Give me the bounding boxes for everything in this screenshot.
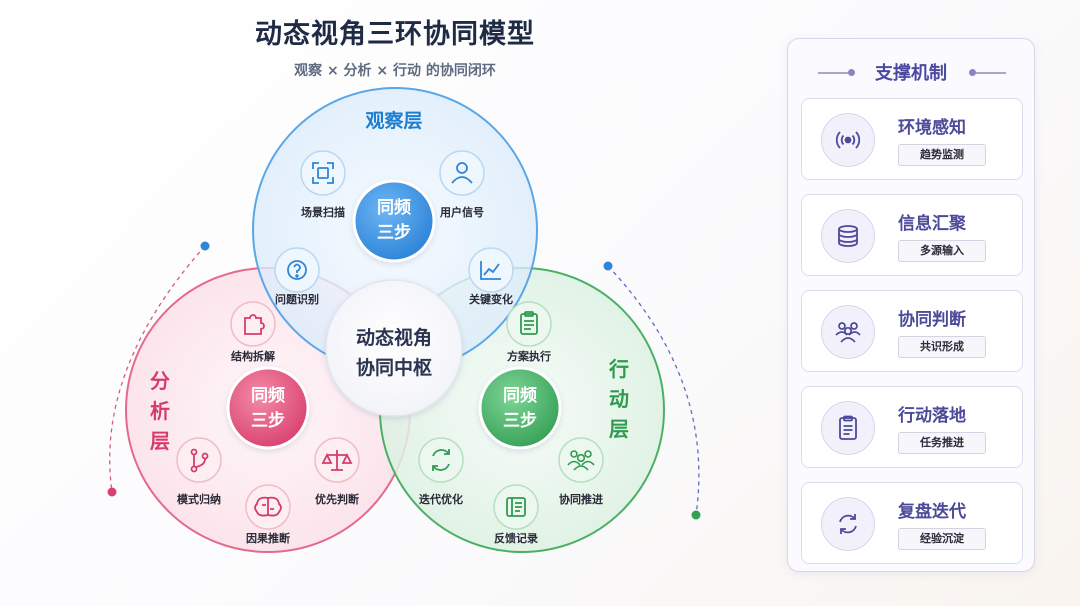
- node-label: 迭代优化: [419, 492, 463, 506]
- node-label: 模式归纳: [177, 492, 221, 506]
- observe-core-line-2: 三步: [377, 222, 411, 243]
- clipboard-icon: [821, 401, 875, 455]
- observe-core: 同频 三步: [352, 179, 436, 263]
- node-causal-inference: 因果推断: [245, 484, 291, 545]
- node-structure-breakdown: 结构拆解: [230, 301, 276, 363]
- node-label: 用户信号: [440, 205, 484, 219]
- user-icon: [451, 162, 473, 184]
- act-ring-label-3: 层: [609, 417, 629, 441]
- database-icon: [821, 209, 875, 263]
- orbit-arc-left: [109, 245, 206, 493]
- puzzle-icon: [244, 314, 265, 335]
- node-iterate-optimize: 迭代优化: [418, 437, 464, 506]
- divider: [976, 72, 1006, 74]
- act-core-line-1: 同频: [503, 385, 537, 406]
- act-ring-label-1: 行: [608, 357, 629, 381]
- scan-icon: [312, 162, 334, 184]
- support-card-judgement: 协同判断 共识形成: [801, 290, 1023, 372]
- analyze-core: 同频 三步: [226, 366, 310, 450]
- cycle-icon: [821, 497, 875, 551]
- center-hub-line-2: 协同中枢: [356, 356, 432, 379]
- node-label: 方案执行: [507, 349, 551, 363]
- observe-ring-label: 观察层: [365, 109, 422, 132]
- node-plan-execute: 方案执行: [506, 301, 552, 363]
- node-feedback-record: 反馈记录: [493, 484, 539, 545]
- support-card-review: 复盘迭代 经验沉淀: [801, 482, 1023, 564]
- support-panel-title: 支撑机制: [875, 63, 947, 84]
- node-scene-scan: 场景扫描: [300, 150, 346, 219]
- node-label: 关键变化: [469, 292, 513, 306]
- orbit-dot: [200, 241, 210, 251]
- node-label: 因果推断: [246, 531, 290, 545]
- act-core: 同频 三步: [478, 366, 562, 450]
- analyze-ring-label-2: 析: [150, 399, 170, 423]
- act-ring-label-2: 动: [609, 387, 629, 411]
- orbit-dot: [107, 487, 117, 497]
- analyze-core-line-1: 同频: [251, 385, 285, 406]
- support-card-tag: 共识形成: [898, 336, 986, 358]
- divider-dot: [848, 69, 855, 76]
- group-icon: [821, 305, 875, 359]
- node-label: 优先判断: [315, 492, 359, 506]
- radar-icon: [821, 113, 875, 167]
- support-card-tag: 经验沉淀: [898, 528, 986, 550]
- support-panel: 支撑机制 环境感知 趋势监测 信息汇聚 多源输入: [787, 38, 1035, 572]
- support-panel-header: 支撑机制: [788, 59, 1034, 87]
- support-card-environment: 环境感知 趋势监测: [801, 98, 1023, 180]
- clipboard-icon: [520, 311, 538, 335]
- support-card-title: 复盘迭代: [898, 502, 966, 522]
- analyze-ring-label-3: 层: [150, 429, 170, 453]
- node-label: 结构拆解: [230, 349, 275, 363]
- team-icon: [567, 450, 595, 471]
- observe-core-line-1: 同频: [377, 197, 411, 218]
- node-pattern-induction: 模式归纳: [176, 437, 222, 506]
- page-title: 动态视角三环协同模型: [255, 19, 535, 50]
- trend-chart-icon: [480, 261, 501, 280]
- support-card-tag: 任务推进: [898, 432, 986, 454]
- support-card-title: 协同判断: [898, 310, 966, 330]
- node-user-signal: 用户信号: [439, 150, 485, 219]
- analyze-core-line-2: 三步: [251, 410, 285, 431]
- support-card-tag: 趋势监测: [898, 144, 986, 166]
- analyze-ring-label-1: 分: [150, 369, 170, 393]
- node-key-change: 关键变化: [468, 247, 514, 306]
- refresh-icon: [432, 449, 450, 471]
- scale-icon: [321, 450, 353, 471]
- support-card-tag: 多源输入: [898, 240, 986, 262]
- three-ring-diagram: 观察层 分 析 层 行 动 层 动态视角 协同中枢 同频 三步 同频 三步 同频…: [107, 87, 701, 553]
- center-hub: [325, 279, 463, 417]
- act-core-line-2: 三步: [503, 410, 537, 431]
- node-label: 场景扫描: [301, 205, 345, 219]
- node-priority-judge: 优先判断: [314, 437, 360, 506]
- support-card-action: 行动落地 任务推进: [801, 386, 1023, 468]
- support-card-title: 环境感知: [898, 118, 966, 138]
- divider-dot: [969, 69, 976, 76]
- node-problem-identify: 问题识别: [274, 247, 320, 306]
- node-label: 问题识别: [275, 292, 319, 306]
- support-card-title: 行动落地: [898, 406, 966, 426]
- support-card-title: 信息汇聚: [898, 214, 966, 234]
- orbit-dot: [691, 510, 701, 520]
- center-hub-line-1: 动态视角: [356, 326, 432, 349]
- branch-icon: [190, 448, 209, 473]
- node-label: 反馈记录: [494, 531, 538, 545]
- orbit-dot: [603, 261, 613, 271]
- node-label: 协同推进: [559, 492, 603, 506]
- divider: [818, 72, 848, 74]
- page-subtitle: 观察 × 分析 × 行动 的协同闭环: [294, 63, 496, 79]
- brain-icon: [254, 496, 282, 517]
- node-collab-advance: 协同推进: [558, 437, 604, 506]
- notes-icon: [506, 497, 526, 517]
- support-card-info: 信息汇聚 多源输入: [801, 194, 1023, 276]
- question-icon: [287, 260, 307, 280]
